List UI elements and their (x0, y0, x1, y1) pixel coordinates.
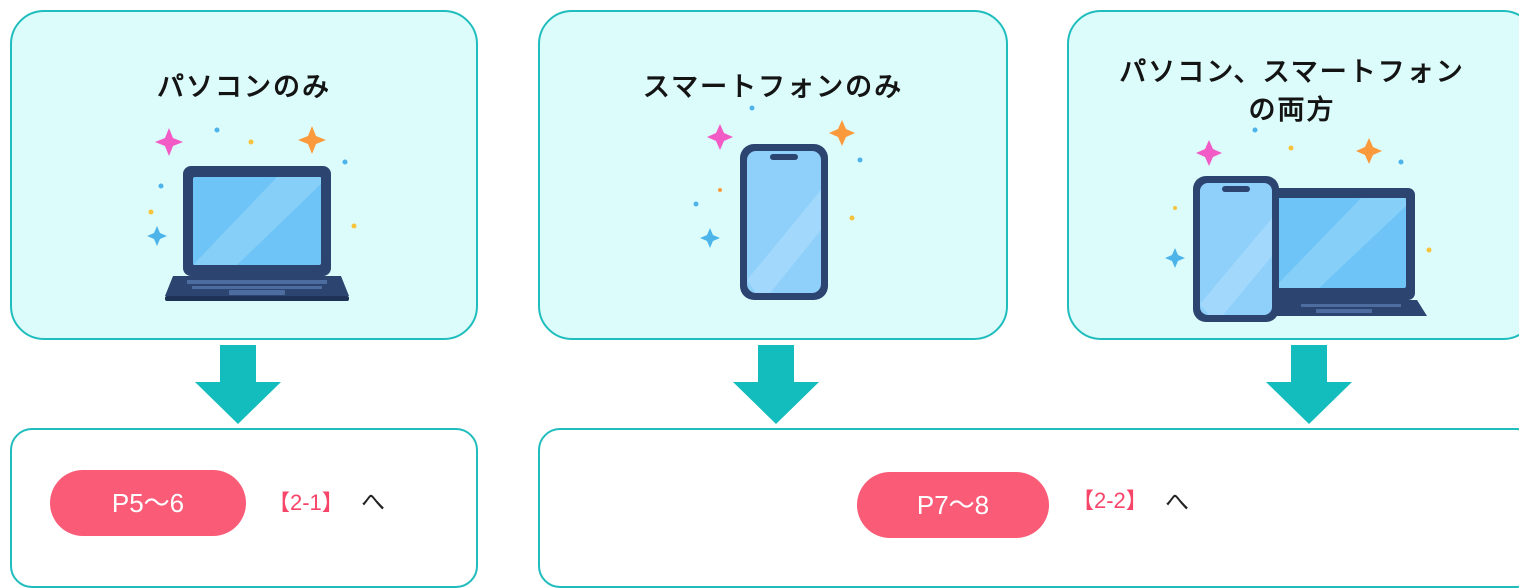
section-reference: 【2-1】 (268, 490, 344, 515)
to-label: へ (1165, 488, 1189, 516)
section-reference: 【2-2】 (1072, 488, 1148, 513)
page-range-pill[interactable]: P7～8 (857, 472, 1049, 538)
down-arrow-2 (733, 345, 819, 424)
page-range-pill[interactable]: P5～6 (50, 470, 246, 536)
option-title-smartphone-only: スマートフォンのみ (642, 72, 904, 103)
option-card-smartphone-only[interactable]: スマートフォンのみ (538, 10, 1008, 340)
down-arrow-3 (1266, 345, 1352, 424)
smartphone-icon (693, 105, 863, 300)
destination-box-smartphone: P7～8 【2-2】 へ (538, 428, 1519, 588)
option-card-both[interactable]: パソコン、スマートフォン の両方 (1067, 10, 1519, 340)
phone-and-laptop-icon (1165, 127, 1432, 322)
to-label: へ (361, 488, 385, 516)
option-title-pc-only: パソコンのみ (157, 72, 331, 103)
destination-box-pc: P5～6 【2-1】 へ (10, 428, 478, 588)
down-arrow-1 (195, 345, 281, 424)
option-title-both: パソコン、スマートフォン の両方 (1119, 57, 1465, 126)
laptop-icon (147, 126, 357, 301)
option-card-pc-only[interactable]: パソコンのみ (10, 10, 478, 340)
